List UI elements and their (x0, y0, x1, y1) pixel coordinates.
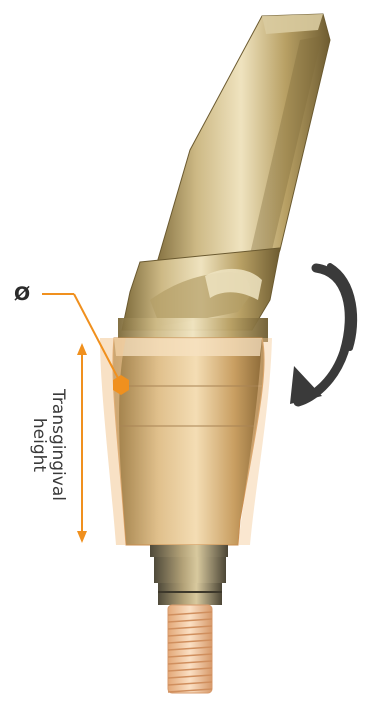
hex-connection (150, 545, 228, 605)
transgingival-label-line2: height (29, 389, 48, 501)
curved-arrow-icon (290, 266, 354, 404)
transgingival-height-arrow (77, 343, 87, 543)
transgingival-collar (100, 338, 272, 545)
transgingival-label-line1: Transgingival (48, 389, 67, 501)
screw-thread (168, 605, 212, 693)
diameter-label: Ø (14, 283, 30, 305)
abutment-shoulder (118, 248, 280, 342)
